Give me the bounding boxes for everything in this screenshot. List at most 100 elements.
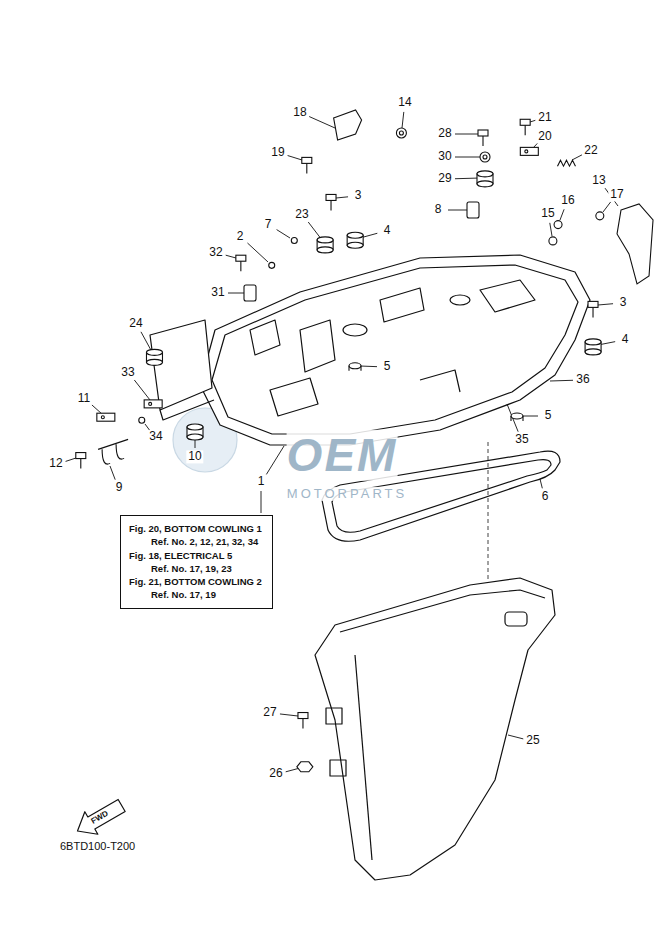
leader-line <box>266 446 284 474</box>
leader-line <box>455 157 480 158</box>
leader-line <box>522 416 538 417</box>
part-symbol <box>549 237 557 245</box>
callout-number: 5 <box>382 360 393 373</box>
leader-line <box>448 210 468 211</box>
callout-number: 28 <box>436 127 453 140</box>
part-symbol <box>297 762 313 772</box>
callout-number: 5 <box>543 409 554 422</box>
callout-number: 3 <box>353 189 364 202</box>
part-symbol <box>326 194 336 210</box>
part-symbol <box>269 262 275 268</box>
callout-number: 9 <box>114 481 125 494</box>
leader-line <box>261 491 262 513</box>
leader-line <box>134 380 150 400</box>
leader-line <box>288 156 302 160</box>
callout-number: 25 <box>524 734 541 747</box>
part-symbol <box>585 339 601 355</box>
part-symbol <box>478 130 488 146</box>
callout-number: 27 <box>261 706 278 719</box>
reference-box: Fig. 20, BOTTOM COWLING 1Ref. No. 2, 12,… <box>120 515 273 609</box>
part-symbol <box>244 285 256 301</box>
leader-line <box>247 243 268 262</box>
diagram-code: 6BTD100-T200 <box>60 840 135 852</box>
callout-number: 3 <box>618 296 629 309</box>
reference-list: Ref. No. 17, 19 <box>129 588 262 601</box>
leader-line <box>309 117 335 128</box>
figure-reference: Fig. 21, BOTTOM COWLING 2 <box>129 575 262 588</box>
part-symbol <box>511 413 523 421</box>
callout-number: 24 <box>127 317 144 330</box>
part-symbol <box>396 128 406 138</box>
callout-number: 12 <box>47 457 64 470</box>
part-symbol <box>467 202 479 218</box>
leader-line <box>92 405 102 414</box>
leader-line <box>508 735 523 739</box>
part-symbol <box>97 413 115 421</box>
reference-list: Ref. No. 17, 19, 23 <box>129 562 262 575</box>
part-symbol <box>334 110 362 140</box>
part-symbol <box>480 152 490 162</box>
callout-number: 14 <box>396 96 413 109</box>
callout-number: 8 <box>433 203 444 216</box>
part-symbol <box>291 238 297 244</box>
part-symbol <box>554 221 562 229</box>
leader-line <box>455 134 478 135</box>
callout-number: 17 <box>608 188 625 201</box>
figure-reference: Fig. 20, BOTTOM COWLING 1 <box>129 522 262 535</box>
leader-line <box>360 366 377 368</box>
callout-number: 22 <box>582 144 599 157</box>
leader-line <box>560 209 564 220</box>
callout-number: 13 <box>590 174 607 187</box>
watermark-text: OEM <box>287 430 398 481</box>
callout-number: 34 <box>147 430 164 443</box>
leader-line <box>603 202 611 212</box>
callout-number: 10 <box>186 450 203 463</box>
part-symbol <box>617 204 653 284</box>
part-symbol <box>557 160 575 166</box>
leader-line <box>550 223 552 236</box>
leader-line <box>277 230 290 238</box>
callout-number: 11 <box>76 392 92 405</box>
leader-line <box>110 466 115 480</box>
figure-reference: Fig. 18, ELECTRICAL 5 <box>129 549 262 562</box>
callout-number: 23 <box>293 208 310 221</box>
part-symbol <box>76 453 86 469</box>
leader-line <box>572 155 582 160</box>
part-symbol <box>139 417 145 423</box>
callout-number: 2 <box>235 230 246 243</box>
callout-number: 15 <box>539 207 556 220</box>
callout-number: 4 <box>620 333 631 346</box>
direction-label: FWD <box>90 810 110 827</box>
callout-number: 33 <box>119 366 136 379</box>
leader-line <box>530 120 535 122</box>
part-symbol <box>236 255 246 271</box>
leader-line <box>145 424 150 430</box>
part-symbol <box>520 147 538 155</box>
part-symbol <box>477 171 493 187</box>
leader-line <box>226 255 236 258</box>
callout-number: 21 <box>536 111 553 124</box>
part-symbol <box>144 400 162 408</box>
part-symbol <box>187 424 203 440</box>
part-symbol <box>317 237 333 253</box>
part-symbol <box>349 363 361 371</box>
part-symbol <box>298 713 308 729</box>
leader-line <box>228 293 245 294</box>
callout-number: 4 <box>382 224 393 237</box>
leader-line <box>402 112 404 128</box>
callout-number: 26 <box>267 767 284 780</box>
part-symbol <box>146 349 162 365</box>
leader-line <box>455 178 480 180</box>
leader-line <box>550 380 573 382</box>
part-symbol <box>520 119 530 135</box>
callout-number: 29 <box>436 172 453 185</box>
watermark-text: MOTORPARTS <box>287 487 407 501</box>
callout-number: 7 <box>263 218 274 231</box>
callout-number: 30 <box>436 150 453 163</box>
part-symbol <box>596 212 604 220</box>
part-symbol <box>98 439 128 464</box>
leader-line <box>141 332 152 352</box>
leader-line <box>598 304 613 305</box>
reference-list: Ref. No. 2, 12, 21, 32, 34 <box>129 535 262 548</box>
callout-number: 18 <box>291 106 308 119</box>
